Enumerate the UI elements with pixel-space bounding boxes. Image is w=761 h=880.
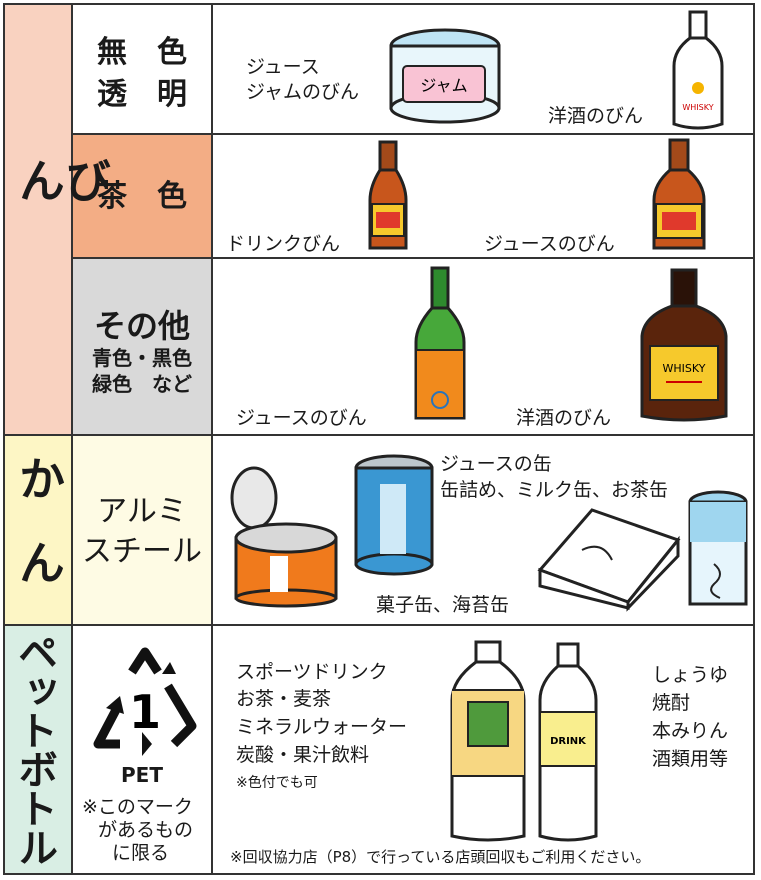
item-jam-jar-label: ジャムのびん	[246, 81, 360, 103]
pet-note-line1: ※このマーク	[82, 796, 193, 818]
drink-bottle-illustration	[368, 140, 408, 250]
pet-item-sports: スポーツドリンク	[236, 661, 388, 683]
green-bottle-illustration	[414, 266, 466, 420]
pet-item-water: ミネラルウォーター	[236, 716, 408, 738]
pet-category-label: ペットボトル	[11, 632, 57, 866]
pet-category-cell	[5, 625, 72, 873]
item-tin-can-label: 缶詰め、ミルク缶、お茶缶	[440, 479, 669, 501]
pet-item-soda: 炭酸・果汁飲料	[236, 744, 370, 766]
pet-note-line3: に限る	[112, 842, 170, 864]
brown-juice-bottle-illustration	[652, 138, 706, 250]
other-label-sub1: 青色・黒色	[92, 346, 192, 370]
pet-recycle-icon: 1	[93, 647, 197, 756]
grid-line	[4, 434, 755, 436]
grid-line	[211, 4, 213, 874]
item-other-juice-label: ジュースのびん	[236, 407, 367, 429]
kan-category-label: かん	[12, 455, 66, 623]
pet-right-mirin: 本みりん	[652, 720, 729, 742]
pet-item-note: ※色付でも可	[236, 775, 318, 791]
pet-right-soy: しょうゆ	[652, 664, 729, 686]
grid-line	[71, 133, 755, 135]
table-frame	[3, 3, 755, 875]
pet-footer-note: ※回収協力店（P8）で行っている店頭回収もご利用ください。	[230, 848, 651, 866]
glass-can-illustration	[688, 490, 748, 606]
item-drink-bottle-label: ドリンクびん	[226, 233, 341, 255]
kan-label-line2: スチール	[82, 534, 202, 569]
brown-label: 茶 色	[97, 179, 187, 214]
grid-line	[4, 624, 755, 626]
pet-right-shochu: 焼酎	[652, 692, 691, 714]
tea-pet-bottle-illustration	[450, 640, 526, 842]
candy-box-illustration	[537, 508, 681, 612]
jar-label-text: ジャム	[420, 76, 467, 95]
kan-category-cell	[5, 435, 72, 625]
bin-category-cell	[5, 5, 72, 435]
grid-line	[71, 257, 755, 259]
item-candy-can-label: 菓子缶、海苔缶	[376, 594, 510, 616]
dark-whisky-label: WHISKY	[663, 362, 706, 375]
grid-line	[71, 4, 73, 874]
blue-can-illustration	[354, 454, 434, 576]
clear-whisky-label: WHISKY	[682, 103, 713, 112]
other-label: その他	[93, 307, 190, 345]
pet-note-line2: があるもの	[98, 819, 194, 841]
pet-item-tea: お茶・麦茶	[236, 688, 332, 710]
other-row-cell	[72, 258, 212, 435]
other-label-sub2: 緑色 など	[92, 372, 192, 396]
kan-label-line1: アルミ	[97, 494, 187, 529]
drink-pet-bottle-illustration: DRINK	[538, 642, 598, 842]
item-juice-label: ジュース	[246, 56, 320, 78]
item-whisky-bottle-label: 洋酒のびん	[548, 105, 644, 127]
whisky-bottle-clear-illustration: WHISKY	[672, 10, 724, 130]
whisky-bottle-dark-illustration: WHISKY	[640, 268, 728, 422]
jam-jar-illustration: ジャム	[389, 28, 501, 124]
pet-right-liquor: 酒類用等	[652, 748, 729, 770]
kan-sub-cell	[72, 435, 212, 625]
pet-symbol-text: PET	[121, 763, 163, 787]
item-juice-can-label: ジュースの缶	[440, 453, 552, 475]
brown-row-cell	[72, 134, 212, 258]
drink-bottle-label: DRINK	[550, 736, 587, 747]
clear-label-line1: 無 色	[97, 35, 187, 70]
open-tin-can-illustration	[230, 466, 338, 608]
bin-category-label: びん	[12, 157, 112, 303]
item-other-whisky-label: 洋酒のびん	[516, 407, 612, 429]
pet-symbol-number: 1	[129, 685, 161, 739]
item-brown-juice-label: ジュースのびん	[484, 233, 615, 255]
clear-label-line2: 透 明	[97, 77, 187, 112]
